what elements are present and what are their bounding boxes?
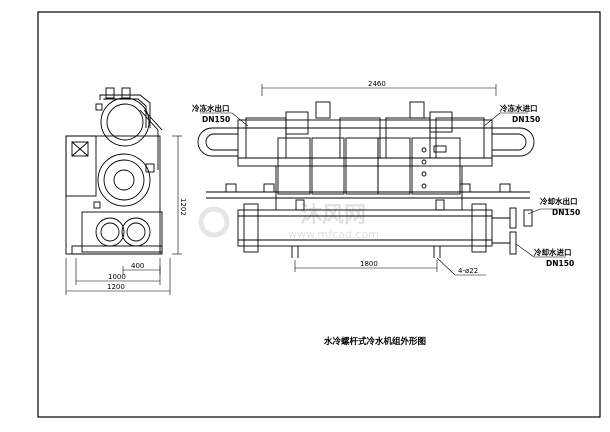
label-cooling-water-out-dn: DN150 xyxy=(552,208,580,217)
label-leaders xyxy=(200,112,570,258)
label-chilled-water-in: 冷冻水进口 xyxy=(500,103,538,113)
watermark: 沐风网 www.mfcad.com xyxy=(198,203,379,241)
side-view xyxy=(65,87,163,255)
drawing-caption: 水冷螺杆式冷水机组外形图 xyxy=(323,336,426,347)
dim-side-width-inner: 1000 xyxy=(108,273,126,281)
drawing-border xyxy=(37,11,601,418)
label-cooling-water-in: 冷却水进口 xyxy=(534,247,572,257)
front-view xyxy=(197,84,535,258)
label-chilled-water-in-dn: DN150 xyxy=(512,115,540,124)
dim-side-offset: 400 xyxy=(131,262,144,270)
dim-height: 1202 xyxy=(179,198,187,216)
dim-anchor-spacing: 1800 xyxy=(360,260,378,268)
watermark-brand: 沐风网 xyxy=(300,203,366,228)
dim-side-width-outer: 1200 xyxy=(107,283,125,291)
front-view-dimensions xyxy=(294,257,486,276)
label-chilled-water-out-dn: DN150 xyxy=(202,115,230,124)
dim-overall-length: 2460 xyxy=(368,80,386,88)
watermark-url: www.mfcad.com xyxy=(288,228,379,241)
label-chilled-water-out: 冷冻水出口 xyxy=(192,103,230,113)
dim-anchor-holes: 4-ø22 xyxy=(458,267,478,275)
label-cooling-water-in-dn: DN150 xyxy=(546,259,574,268)
side-view-dimensions xyxy=(65,135,182,295)
label-cooling-water-out: 冷却水出口 xyxy=(540,196,578,206)
